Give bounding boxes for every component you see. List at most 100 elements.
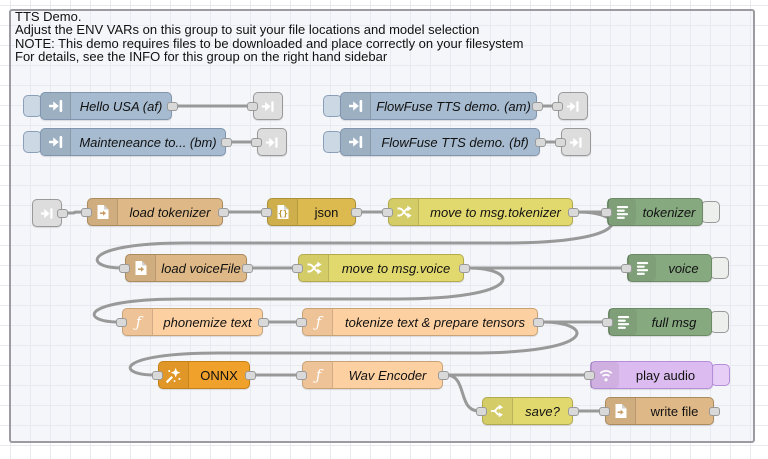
node-inject-flowfuse-bf[interactable]: FlowFuse TTS demo. (bf)	[340, 128, 540, 156]
link-in-icon	[33, 200, 61, 226]
play-audio-in-port[interactable]	[584, 371, 595, 380]
move-tokenizer-label: move to msg.tokenizer	[430, 204, 561, 220]
move-tokenizer-in-port[interactable]	[382, 208, 393, 217]
node-inject-hello-usa[interactable]: Hello USA (af)	[40, 92, 172, 120]
phonemize-text-in-port[interactable]	[116, 318, 127, 327]
node-debug-tokenizer[interactable]: tokenizer	[607, 198, 703, 226]
debug-fullmsg-in-port[interactable]	[602, 318, 613, 327]
node-json[interactable]: {}json	[267, 198, 356, 226]
json-out-port[interactable]	[351, 208, 362, 217]
onnx-in-port[interactable]	[152, 371, 163, 380]
link-out-am-in-port[interactable]	[552, 102, 563, 111]
file-in-icon	[88, 199, 118, 225]
inject-flowfuse-am-out-port[interactable]	[532, 102, 543, 111]
node-play-audio[interactable]: play audio	[590, 361, 713, 389]
wav-encoder-out-port[interactable]	[438, 371, 449, 380]
wav-encoder-in-port[interactable]	[296, 371, 307, 380]
play-audio-toggle[interactable]	[711, 364, 730, 386]
link-out-icon	[559, 93, 587, 119]
debug-tokenizer-toggle[interactable]	[701, 201, 720, 223]
node-debug-voice[interactable]: voice	[627, 254, 712, 282]
link-out-icon	[562, 129, 590, 155]
info-line-2: Adjust the ENV VARs on this group to sui…	[15, 22, 480, 38]
audio-icon	[591, 362, 619, 388]
onnx-label: ONNX	[200, 367, 238, 383]
function-icon: ƒ	[303, 362, 333, 388]
inject-icon	[41, 129, 71, 155]
move-tokenizer-out-port[interactable]	[568, 208, 579, 217]
link-out-hello-in-port[interactable]	[247, 102, 258, 111]
node-load-voicefile[interactable]: load voiceFile	[125, 254, 247, 282]
move-voice-out-port[interactable]	[459, 264, 470, 273]
debug-tokenizer-in-port[interactable]	[601, 208, 612, 217]
save-question-out-port[interactable]	[568, 407, 579, 416]
inject-flowfuse-bf-label: FlowFuse TTS demo. (bf)	[381, 134, 529, 150]
node-move-voice[interactable]: move to msg.voice	[298, 254, 464, 282]
change-icon	[299, 255, 329, 281]
inject-icon	[341, 129, 371, 155]
onnx-out-port[interactable]	[245, 371, 256, 380]
debug-voice-toggle[interactable]	[710, 257, 729, 279]
link-out-bf-in-port[interactable]	[555, 138, 566, 147]
node-load-tokenizer[interactable]: load tokenizer	[87, 198, 223, 226]
tokenize-tensors-in-port[interactable]	[296, 318, 307, 327]
node-debug-fullmsg[interactable]: full msg	[608, 308, 712, 336]
wire-tokenize-tensors-to-onnx[interactable]	[128, 320, 579, 377]
function-icon: ƒ	[303, 309, 333, 335]
node-save-question[interactable]: save?	[482, 397, 573, 425]
node-move-tokenizer[interactable]: move to msg.tokenizer	[388, 198, 573, 226]
link-out-maintenance-in-port[interactable]	[251, 138, 262, 147]
load-tokenizer-out-port[interactable]	[218, 208, 229, 217]
debug-tokenizer-label: tokenizer	[642, 204, 696, 220]
node-inject-flowfuse-am[interactable]: FlowFuse TTS demo. (am)	[340, 92, 537, 120]
wire-wav-encoder-to-save-question[interactable]	[444, 373, 481, 413]
tokenize-tensors-out-port[interactable]	[533, 318, 544, 327]
load-voicefile-in-port[interactable]	[119, 264, 130, 273]
inject-maintenance-label: Mainteneance to... (bm)	[79, 134, 217, 150]
write-file-out-port[interactable]	[709, 407, 720, 416]
load-tokenizer-in-port[interactable]	[81, 208, 92, 217]
debug-fullmsg-toggle[interactable]	[710, 311, 729, 333]
change-icon	[389, 199, 419, 225]
node-inject-maintenance[interactable]: Mainteneance to... (bm)	[40, 128, 226, 156]
svg-text:{}: {}	[278, 209, 288, 218]
save-question-in-port[interactable]	[476, 407, 487, 416]
node-link-out-maintenance[interactable]	[257, 128, 287, 156]
load-tokenizer-label: load tokenizer	[129, 204, 211, 220]
move-voice-in-port[interactable]	[292, 264, 303, 273]
group-info-text: TTS Demo. Adjust the ENV VARs on this gr…	[15, 10, 523, 64]
wire-link-in-main-to-load-tokenizer[interactable]	[63, 210, 86, 215]
node-link-out-am[interactable]	[558, 92, 588, 120]
node-onnx[interactable]: ONNX	[158, 361, 250, 389]
debug-icon	[608, 199, 636, 225]
write-file-label: write file	[650, 403, 699, 419]
info-line-1: TTS Demo.	[15, 9, 82, 24]
inject-flowfuse-am-label: FlowFuse TTS demo. (am)	[376, 98, 531, 114]
node-write-file[interactable]: write file	[605, 397, 714, 425]
link-in-main-out-port[interactable]	[57, 209, 68, 218]
debug-fullmsg-label: full msg	[651, 314, 697, 330]
debug-voice-in-port[interactable]	[621, 264, 632, 273]
info-line-3: NOTE: This demo requires files to be dow…	[15, 35, 524, 51]
info-line-4: For details, see the INFO for this group…	[15, 49, 388, 65]
node-link-out-bf[interactable]	[561, 128, 591, 156]
load-voicefile-label: load voiceFile	[161, 260, 241, 276]
json-in-port[interactable]	[261, 208, 272, 217]
inject-hello-usa-out-port[interactable]	[167, 102, 178, 111]
inject-icon	[341, 93, 371, 119]
svg-text:ƒ: ƒ	[312, 368, 323, 383]
link-out-icon	[258, 129, 286, 155]
svg-text:ƒ: ƒ	[312, 315, 323, 330]
wire-move-voice-to-phonemize-text[interactable]	[92, 266, 505, 324]
wand-icon	[159, 362, 189, 388]
inject-flowfuse-bf-out-port[interactable]	[535, 138, 546, 147]
inject-maintenance-out-port[interactable]	[221, 138, 232, 147]
phonemize-text-out-port[interactable]	[258, 318, 269, 327]
write-file-in-port[interactable]	[599, 407, 610, 416]
load-voicefile-out-port[interactable]	[242, 264, 253, 273]
inject-icon	[41, 93, 71, 119]
